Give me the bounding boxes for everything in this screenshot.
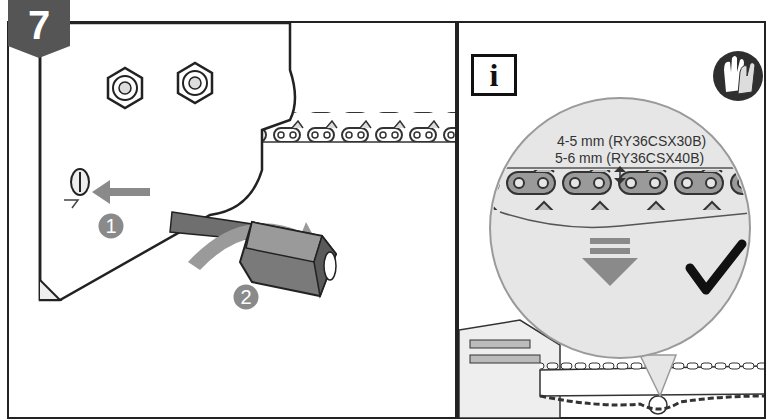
dimension-label: 4-5 mm (RY36CSX30B) <box>555 134 708 149</box>
saw-chain <box>470 170 764 210</box>
hex-nut <box>178 63 212 103</box>
callout-number: 1 <box>105 216 116 236</box>
callout-number: 2 <box>240 287 251 307</box>
dimension-label: 5-6 mm (RY36CSX40B) <box>553 151 706 166</box>
info-box: i <box>471 54 517 96</box>
step-badge: 7 <box>8 0 70 58</box>
panel-frame <box>458 22 765 418</box>
tool-handle <box>240 222 336 296</box>
gloves-icon <box>713 51 763 101</box>
tension-screw <box>71 169 89 195</box>
magnifier <box>490 98 750 358</box>
panel-frame <box>8 22 456 418</box>
checkmark <box>690 244 742 290</box>
callout-circle: 2 <box>231 282 261 312</box>
info-symbol: i <box>490 59 499 91</box>
pull-arrow <box>582 238 638 286</box>
step-number: 7 <box>28 5 50 45</box>
hex-nut <box>108 68 142 108</box>
callout-circle: 1 <box>96 211 126 241</box>
push-arrow <box>92 180 150 204</box>
